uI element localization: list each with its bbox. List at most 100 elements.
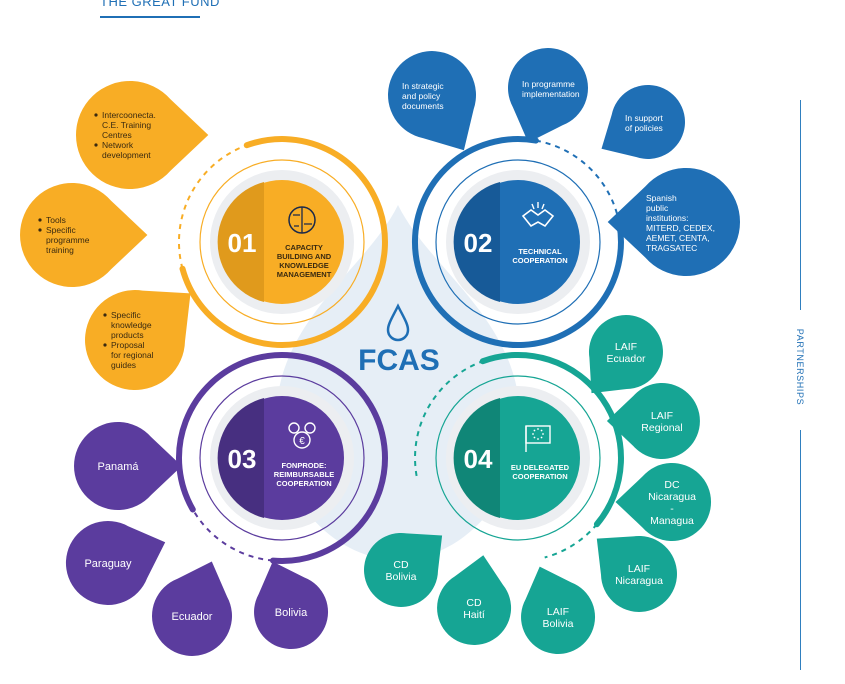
bubble-text: Paraguay — [84, 558, 132, 570]
hub-title-line: KNOWLEDGE — [279, 261, 329, 270]
hub-core-shade — [217, 398, 264, 518]
bullet-dot — [38, 228, 42, 232]
partnerships-label: PARTNERSHIPS — [790, 328, 810, 412]
bubble-text-line: LAIF — [628, 563, 650, 575]
bubble-text-line: Regional — [641, 422, 682, 434]
bubble-text-line: CD — [393, 559, 409, 571]
eu-bubble-shape — [596, 535, 677, 612]
side-divider-top — [800, 100, 801, 310]
bubble-text-line: AEMET, CENTA, — [646, 233, 710, 243]
capacity-bubble-shape — [20, 182, 148, 287]
fonprode-bubble-shape — [65, 520, 166, 605]
technical-bubble-shape — [388, 51, 477, 151]
bubble-text: Specific — [46, 225, 77, 235]
bubble-text-line: Nicaragua — [648, 491, 696, 503]
bubble-text-line: MITERD, CEDEX, — [646, 223, 715, 233]
bullet-dot — [103, 313, 107, 317]
header-title: THE GREAT FUND — [100, 0, 220, 9]
hub-ring-dashed — [535, 139, 621, 225]
technical-bubble-shape — [607, 167, 741, 276]
hub-inner-ring — [435, 375, 601, 541]
bubble-text-line: In strategic — [402, 81, 444, 91]
bubble-text-line: Haití — [463, 609, 485, 621]
hub-number: 03 — [228, 444, 257, 474]
bubble-text-line: Bolivia — [543, 618, 574, 630]
bubble-text: Ecuador — [172, 611, 213, 623]
bubble-text-line: LAIF — [651, 410, 673, 422]
hub-title-line: COOPERATION — [512, 472, 567, 481]
bubble-text-line: TRAGSATEC — [646, 243, 697, 253]
bubble-text-line: documents — [402, 101, 444, 111]
hub-title-line: COOPERATION — [512, 256, 567, 265]
center-label: FCAS — [358, 344, 440, 377]
eu-bubble-shape — [588, 315, 663, 394]
hub-title-line: MANAGEMENT — [277, 270, 332, 279]
capacity-bubble-shape — [85, 290, 191, 391]
technical-bubble-shape — [508, 48, 589, 143]
bubble-text-line: LAIF — [615, 341, 637, 353]
bullet-dot — [103, 343, 107, 347]
bubble-text: Proposal — [111, 340, 145, 350]
technical-bubble-shape — [601, 84, 685, 159]
capacity-bubble: Intercoonecta.C.E. TrainingCentresNetwor… — [75, 81, 209, 189]
hub-ring-solid — [412, 136, 624, 348]
fonprode-bubble: Paraguay — [65, 520, 166, 605]
hub-title-line: TECHNICAL — [518, 247, 562, 256]
eu-bubble-shape — [364, 532, 443, 607]
bullet-dot — [38, 218, 42, 222]
bubble-text-line: of policies — [625, 123, 663, 133]
bubble-text: products — [111, 330, 144, 340]
bubble-text-line: public — [646, 203, 669, 213]
bubble-text-line: In programme — [522, 79, 575, 89]
bubble-text: training — [46, 245, 74, 255]
hub-ring-dashed — [191, 508, 274, 562]
bubble-text-line: Managua — [650, 515, 694, 527]
eu-bubble-shape — [615, 463, 712, 541]
hub-number: 01 — [228, 228, 257, 258]
svg-text:€: € — [299, 436, 305, 447]
bubble-text-line: - — [670, 503, 674, 515]
bubble-text: Tools — [46, 215, 66, 225]
bubble-text-line: Ecuador — [172, 611, 213, 623]
bubble-text-line: Nicaragua — [615, 575, 663, 587]
eu-bubble-shape — [521, 566, 596, 655]
partnerships-text: PARTNERSHIPS — [795, 328, 805, 406]
fonprode-bubble: Panamá — [74, 422, 182, 511]
bubble-text-line: implementation — [522, 89, 580, 99]
hub-inner-ring — [199, 159, 365, 325]
hub-title-line: COOPERATION — [276, 479, 331, 488]
bubble-text-line: Bolivia — [386, 571, 417, 583]
hub-ring-dashed — [544, 523, 598, 559]
hub-title-line: BUILDING AND — [277, 252, 332, 261]
eu-flag-icon — [525, 425, 551, 452]
hub-title-line: FONPRODE: — [282, 461, 327, 470]
bubble-text-line: Panamá — [98, 461, 140, 473]
hub-title-line: CAPACITY — [285, 243, 323, 252]
water-drop-icon — [386, 303, 410, 342]
bubble-text-line: In support — [625, 113, 663, 123]
hub-ring-dashed — [414, 360, 484, 477]
hub-number: 04 — [464, 444, 493, 474]
hub-title-line: REIMBURSABLE — [274, 470, 334, 479]
bubble-text-line: Spanish — [646, 193, 677, 203]
handshake-icon — [521, 202, 555, 228]
